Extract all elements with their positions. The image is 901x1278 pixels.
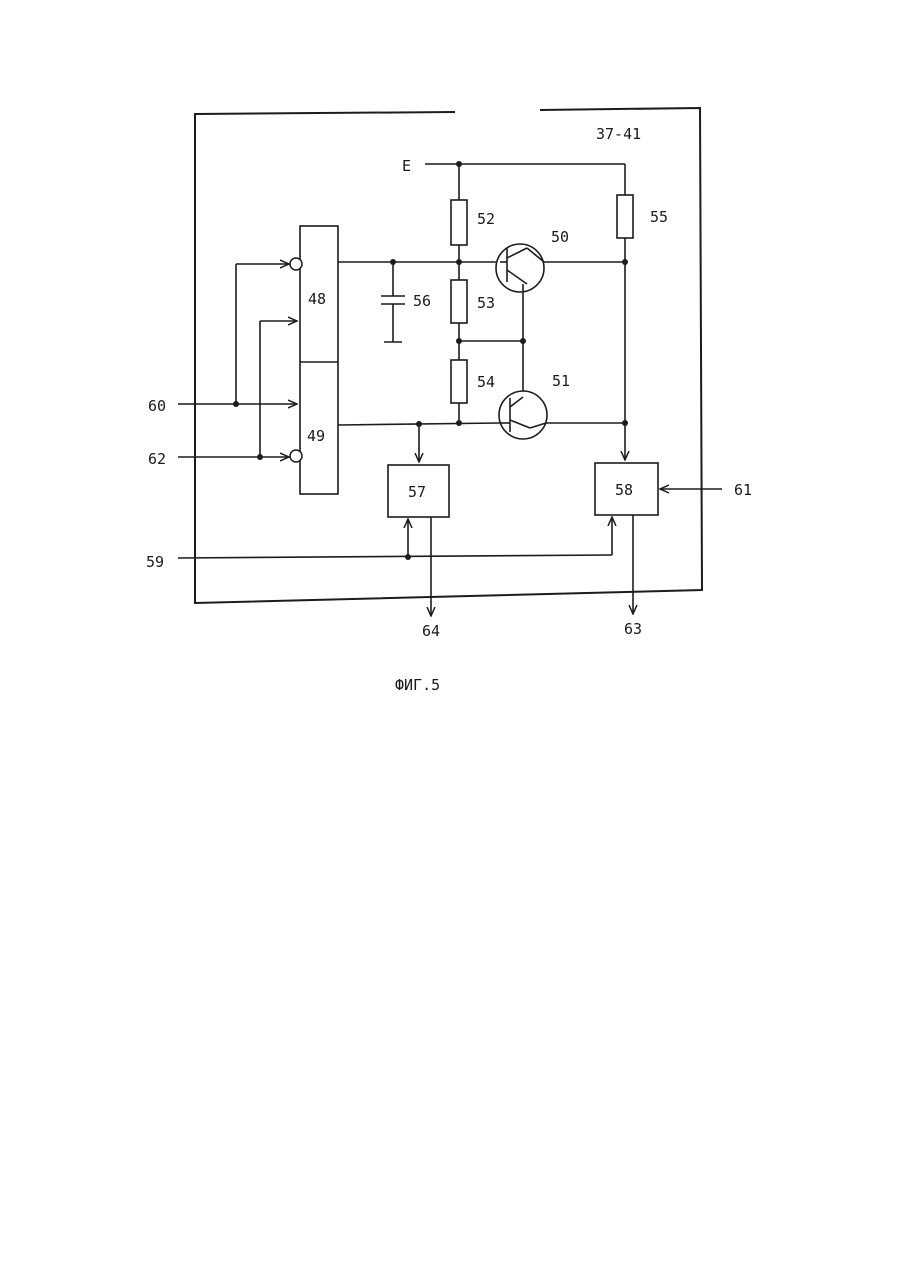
transistor-50-label: 50 [551, 228, 569, 246]
block-48-49 [290, 226, 338, 494]
input-61-label: 61 [734, 481, 752, 499]
output-64-label: 64 [422, 622, 440, 640]
output-63-label: 63 [624, 620, 642, 638]
resistor-53-label: 53 [477, 294, 495, 312]
capacitor-56 [381, 262, 405, 342]
resistor-53 [451, 280, 467, 360]
resistor-55 [617, 164, 633, 460]
block-58-label: 58 [615, 481, 633, 499]
wire-mid-node [456, 338, 526, 344]
supply-label: E [402, 157, 411, 175]
block-49-label: 49 [307, 427, 325, 445]
transistor-51-label: 51 [552, 372, 570, 390]
input-62-label: 62 [148, 450, 166, 468]
block-57-label: 57 [408, 483, 426, 501]
resistor-55-label: 55 [650, 208, 668, 226]
figure-caption: ФИГ.5 [395, 676, 440, 694]
input-59-wires [178, 517, 612, 560]
block-48-label: 48 [308, 290, 326, 308]
capacitor-56-label: 56 [413, 292, 431, 310]
supply-rail [425, 161, 625, 167]
transistor-51 [499, 391, 628, 439]
resistor-54 [451, 360, 467, 423]
wire-49-output [338, 420, 500, 462]
input-59-label: 59 [146, 553, 164, 571]
wire-48-output [338, 259, 500, 265]
input-60-label: 60 [148, 397, 166, 415]
resistor-54-label: 54 [477, 373, 495, 391]
frame-label: 37-41 [596, 125, 641, 143]
resistor-52-label: 52 [477, 210, 495, 228]
enclosure-frame [195, 108, 702, 603]
